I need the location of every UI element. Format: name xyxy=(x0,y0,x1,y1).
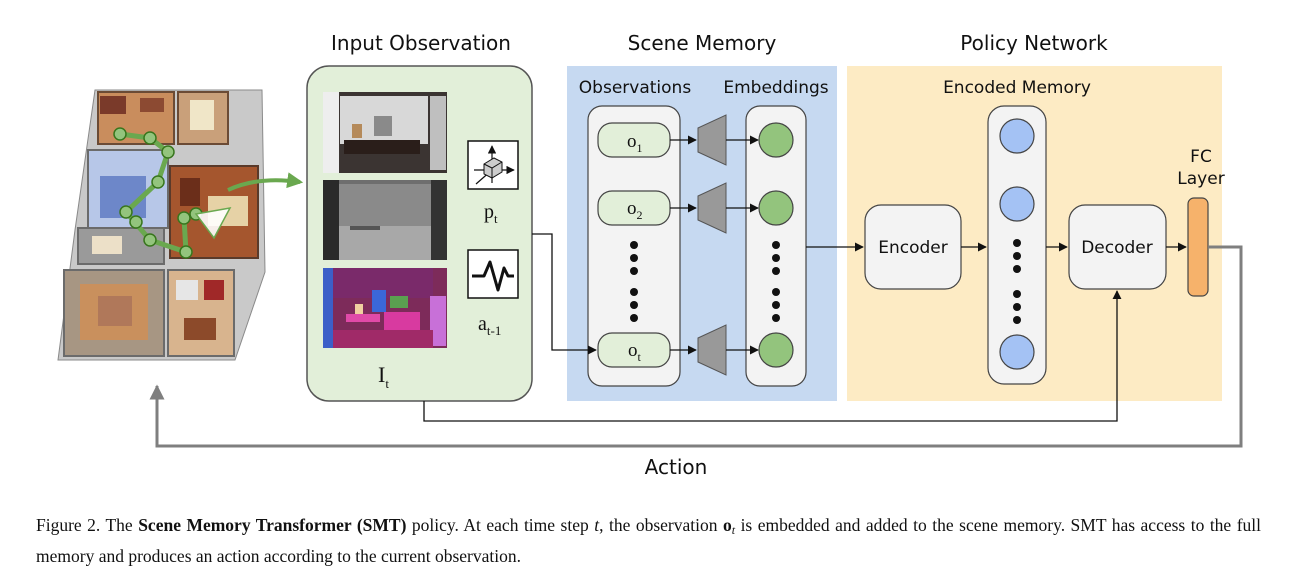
segmentation-image xyxy=(323,268,447,348)
embedding-network-2 xyxy=(697,182,727,234)
observation-o1-label: o1 xyxy=(627,131,643,155)
embedding-node-t xyxy=(758,332,794,368)
previous-action-icon xyxy=(467,249,519,299)
smt-diagram: Input Observation Scene Memory Policy Ne… xyxy=(57,31,1243,479)
fc-layer-box xyxy=(1187,197,1209,297)
observation-o2-label: o2 xyxy=(627,198,643,222)
embeddings-ellipsis xyxy=(772,241,780,322)
rgb-image xyxy=(323,92,447,173)
encoded-node-1 xyxy=(999,118,1035,154)
embedding-node-1 xyxy=(758,122,794,158)
encoded-memory-ellipsis xyxy=(1013,239,1021,324)
decoder-label: Decoder xyxy=(1081,238,1153,258)
image-label: It xyxy=(378,362,389,391)
floor-plan-image xyxy=(57,89,266,361)
input-observation-header: Input Observation xyxy=(331,31,511,55)
action-label: Action xyxy=(645,455,708,479)
fc-label-line2: Layer xyxy=(1177,169,1224,189)
encoder-label: Encoder xyxy=(878,238,948,258)
encoded-memory-label: Encoded Memory xyxy=(943,78,1091,98)
input-to-ot-arrow xyxy=(532,233,597,355)
encoded-node-t xyxy=(999,334,1035,370)
pose-label: pt xyxy=(484,201,498,226)
observations-ellipsis xyxy=(630,241,638,322)
pose-icon xyxy=(467,140,519,190)
embeddings-label: Embeddings xyxy=(723,78,828,98)
depth-image xyxy=(323,180,447,260)
encoded-node-2 xyxy=(999,186,1035,222)
observation-ot-label: ot xyxy=(628,340,642,364)
fc-label-line1: FC xyxy=(1190,147,1212,167)
embedding-network-t xyxy=(697,324,727,376)
floor-to-input-arrow xyxy=(227,172,304,192)
previous-action-label: at-1 xyxy=(478,313,501,338)
figure-caption: Figure 2. The Scene Memory Transformer (… xyxy=(36,515,1261,566)
embedding-network-1 xyxy=(697,114,727,166)
current-observation-to-decoder-arrow xyxy=(423,290,1122,422)
action-feedback-arrow xyxy=(149,245,1243,448)
embedding-node-2 xyxy=(758,190,794,226)
policy-network-header: Policy Network xyxy=(960,31,1108,55)
scene-memory-header: Scene Memory xyxy=(628,31,777,55)
observations-label: Observations xyxy=(579,78,692,98)
